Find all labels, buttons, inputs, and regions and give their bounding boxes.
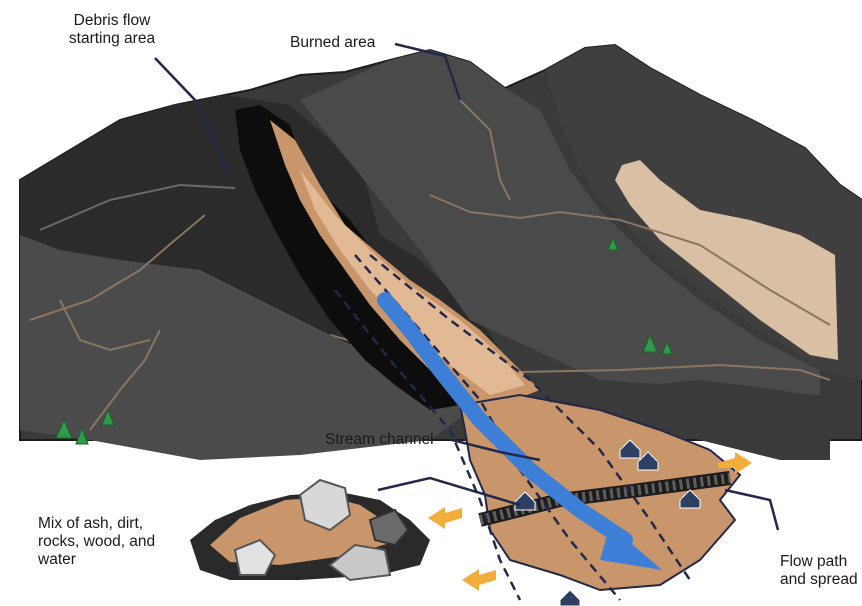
label-line: water: [38, 551, 155, 569]
label-line: Flow path: [780, 553, 862, 571]
label-line: and spread: [780, 571, 862, 589]
label-line: Mix of ash, dirt,: [38, 515, 155, 533]
label-line: starting area: [52, 30, 172, 48]
leader-line: [725, 490, 778, 530]
label-line: Debris flow: [52, 12, 172, 30]
arrow-icon: [428, 507, 462, 529]
arrow-icon: [462, 569, 496, 591]
label-stream-channel: Stream channel: [325, 431, 434, 449]
label-burned-area: Burned area: [290, 34, 375, 52]
label-flow-path: Flow path and spread: [780, 553, 862, 589]
label-line: rocks, wood, and: [38, 533, 155, 551]
label-debris-flow-start: Debris flow starting area: [52, 12, 172, 48]
label-mix: Mix of ash, dirt, rocks, wood, and water: [38, 515, 155, 569]
